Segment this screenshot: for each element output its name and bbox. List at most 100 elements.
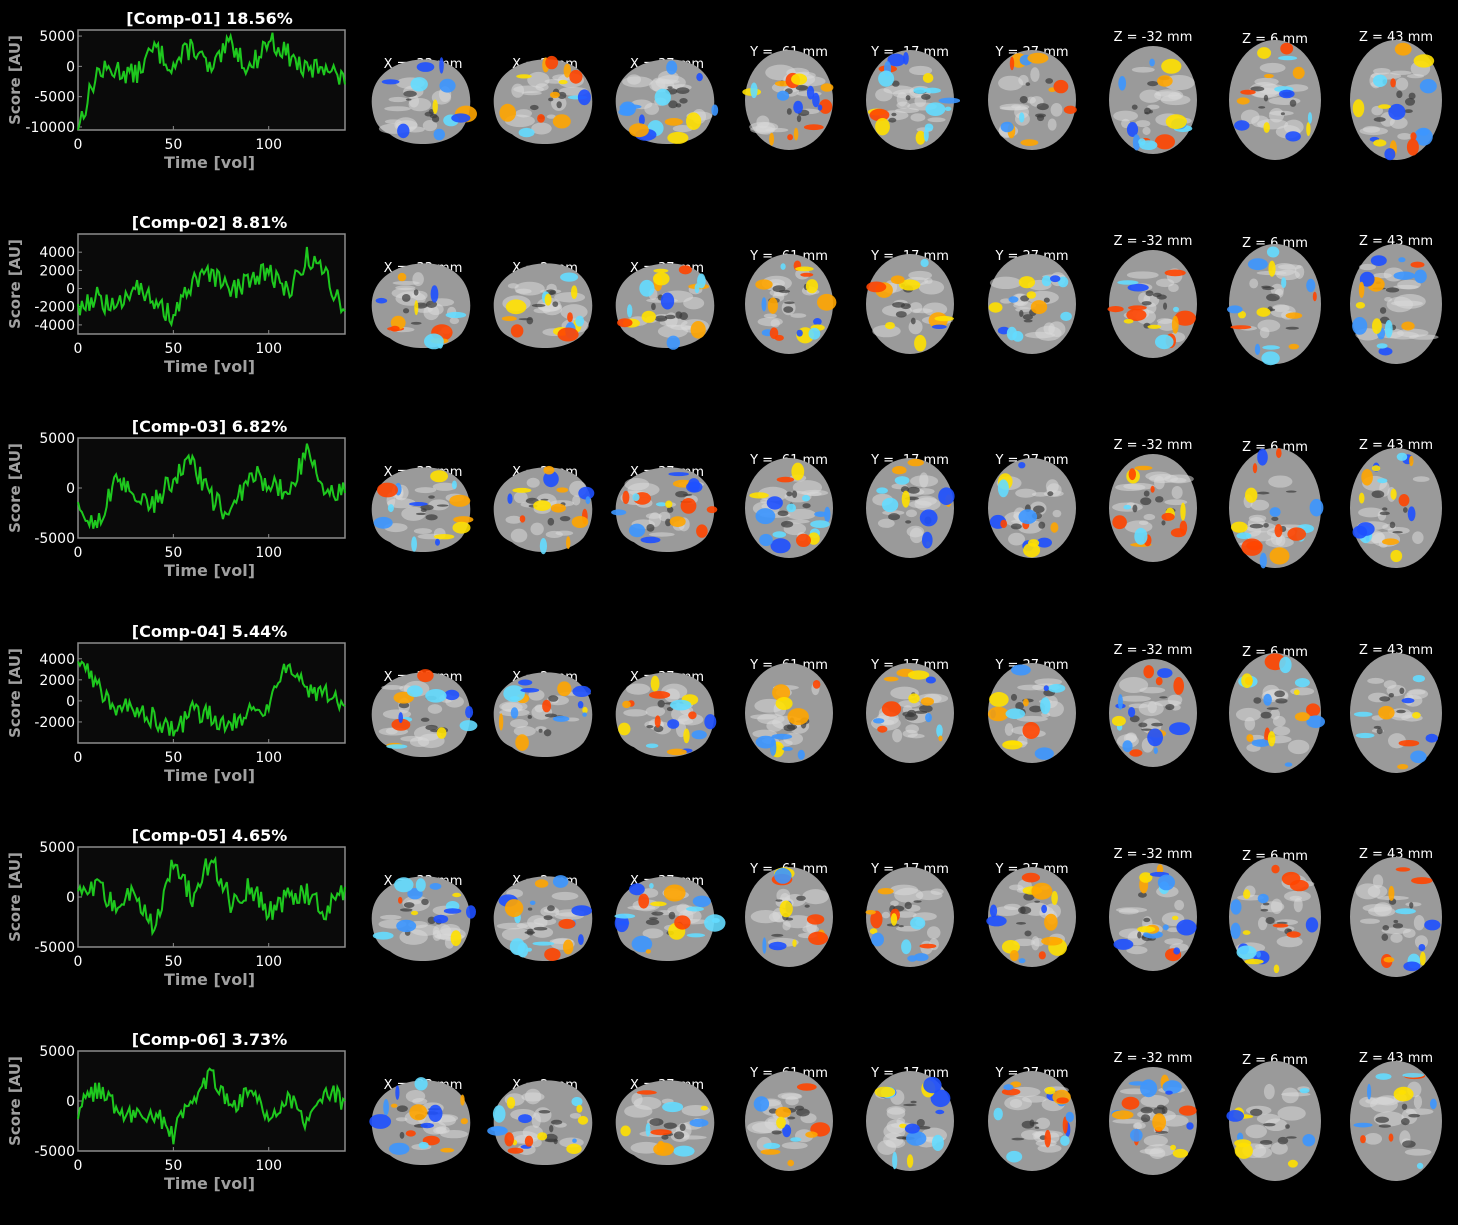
ventricle — [1285, 326, 1299, 330]
x-tick-label: 0 — [74, 750, 83, 766]
positive-activation-blob — [1358, 281, 1365, 298]
ventricle — [1402, 1140, 1416, 1148]
positive-activation-blob — [892, 466, 907, 475]
brain-slice-x-3 — [615, 59, 719, 145]
y-tick-label: -10000 — [25, 120, 75, 136]
negative-activation-blob — [768, 941, 787, 951]
positive-activation-blob — [667, 131, 689, 144]
negative-activation-blob — [1003, 1084, 1014, 1091]
positive-activation-blob — [628, 123, 649, 138]
white-matter — [1397, 132, 1412, 140]
y-tick-label: 0 — [66, 481, 75, 497]
positive-activation-blob — [537, 114, 545, 123]
white-matter — [1003, 903, 1021, 911]
white-matter — [757, 317, 783, 327]
brain-slice-x-2 — [487, 1080, 593, 1166]
negative-activation-blob — [755, 508, 776, 525]
ventricle — [1263, 94, 1269, 102]
positive-activation-blob — [665, 500, 673, 508]
positive-activation-blob — [1031, 882, 1053, 900]
white-matter — [624, 1104, 653, 1118]
x-tick-label: 100 — [255, 750, 282, 766]
brain-slice-y-3 — [988, 254, 1076, 354]
negative-activation-blob — [433, 914, 449, 924]
white-matter — [1263, 1083, 1275, 1100]
ventricle — [679, 1123, 686, 1132]
ventricle — [1140, 1114, 1151, 1123]
slice-coordinate-label: Z = 6 mm — [1242, 32, 1308, 47]
positive-activation-blob — [874, 1086, 896, 1098]
ventricle — [905, 520, 912, 524]
positive-activation-blob — [696, 524, 708, 538]
ventricle — [1277, 1136, 1289, 1145]
negative-activation-blob — [529, 900, 536, 905]
ventricle — [548, 695, 559, 702]
positive-activation-blob — [557, 327, 579, 342]
negative-activation-blob — [1403, 961, 1421, 972]
positive-activation-blob — [654, 715, 661, 728]
ventricle — [1036, 103, 1049, 111]
positive-activation-blob — [775, 697, 793, 710]
negative-activation-blob — [1122, 740, 1133, 753]
x-axis-label: Time [vol] — [164, 561, 255, 580]
white-matter — [1272, 715, 1286, 727]
negative-activation-blob — [1299, 1088, 1310, 1094]
ventricle — [1393, 919, 1399, 924]
ventricle — [1138, 892, 1147, 898]
negative-activation-blob — [1377, 478, 1388, 484]
positive-activation-blob — [803, 124, 824, 131]
positive-activation-blob — [1053, 79, 1069, 94]
white-matter — [1047, 118, 1057, 131]
negative-activation-blob — [1294, 678, 1310, 688]
white-matter — [1147, 701, 1158, 714]
ventricle — [780, 520, 794, 528]
brain-slice-y-1 — [745, 1071, 833, 1171]
ventricle — [665, 518, 672, 527]
positive-activation-blob — [787, 708, 809, 726]
positive-activation-blob — [505, 299, 527, 315]
negative-activation-blob — [901, 939, 912, 955]
ventricle — [428, 495, 435, 499]
positive-activation-blob — [397, 272, 407, 282]
positive-activation-blob — [1044, 1086, 1056, 1095]
negative-activation-blob — [655, 502, 667, 507]
negative-activation-blob — [532, 941, 555, 946]
brain-slice-z-3 — [1350, 40, 1442, 161]
negative-activation-blob — [639, 279, 655, 297]
ventricle — [1140, 1107, 1154, 1114]
negative-activation-blob — [414, 1077, 428, 1091]
ventricle — [547, 517, 555, 526]
positive-activation-blob — [1267, 731, 1276, 747]
negative-activation-blob — [1036, 537, 1052, 548]
score-trace — [77, 246, 346, 328]
negative-activation-blob — [1306, 715, 1325, 728]
white-matter — [875, 88, 893, 102]
ventricle — [1401, 1103, 1408, 1110]
ventricle — [1258, 106, 1266, 109]
positive-activation-blob — [700, 1105, 708, 1111]
positive-activation-blob — [1026, 291, 1037, 299]
negative-activation-blob — [577, 89, 591, 106]
ventricle — [533, 926, 548, 931]
slice-coordinate-label: Z = -32 mm — [1113, 847, 1193, 862]
positive-activation-blob — [1395, 867, 1411, 872]
ventricle — [891, 80, 900, 87]
positive-activation-blob — [542, 699, 552, 713]
ventricle — [651, 911, 664, 916]
positive-activation-blob — [649, 691, 671, 699]
x-tick-label: 50 — [164, 137, 182, 153]
ventricle — [543, 915, 553, 921]
negative-activation-blob — [492, 1105, 506, 1123]
positive-activation-blob — [1231, 521, 1248, 533]
positive-activation-blob — [1413, 54, 1435, 68]
positive-activation-blob — [1123, 319, 1134, 324]
y-tick-label: 2000 — [39, 263, 75, 279]
ventricle — [420, 717, 430, 722]
positive-activation-blob — [1360, 1135, 1366, 1144]
ventricle — [802, 503, 811, 509]
negative-activation-blob — [1401, 697, 1415, 704]
negative-activation-blob — [1398, 257, 1406, 263]
x-tick-label: 0 — [74, 954, 83, 970]
negative-activation-blob — [782, 1124, 792, 1138]
ventricle — [1141, 728, 1153, 731]
